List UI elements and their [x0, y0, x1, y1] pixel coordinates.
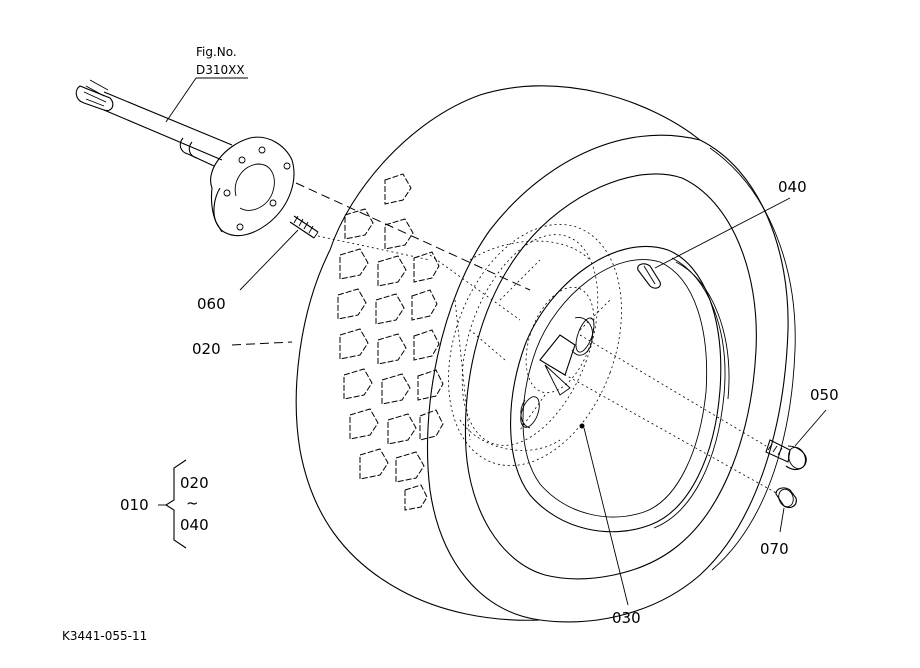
fig-no-code: D310XX — [196, 63, 245, 77]
hidden-hub-details — [429, 223, 622, 467]
nut-centerline — [559, 371, 779, 495]
callout-030: 030 — [612, 609, 641, 627]
callout-060: 060 — [197, 295, 226, 313]
assembly-range-to: 040 — [180, 516, 209, 534]
leader-020 — [231, 341, 293, 346]
leader-050 — [794, 409, 827, 447]
hub-nut — [775, 487, 797, 509]
callout-040: 040 — [778, 178, 807, 196]
fig-no-leader — [165, 77, 197, 123]
drawing-id: K3441-055-11 — [62, 629, 147, 643]
tire — [295, 85, 796, 623]
tread-pattern — [337, 173, 444, 511]
valve-stem — [637, 263, 661, 289]
rim-hub-face — [520, 317, 595, 429]
callout-010: 010 — [120, 496, 149, 514]
axle-centerline — [295, 182, 531, 291]
axle-shaft — [75, 79, 233, 167]
wheel-bolt — [765, 439, 807, 471]
bolt-centerline — [579, 334, 767, 447]
assembly-bracket — [158, 459, 187, 549]
assembly-range-from: 020 — [180, 474, 209, 492]
assembly-range-tilde: ~ — [186, 494, 199, 512]
hub-flange — [210, 136, 295, 237]
stud-bolt — [289, 215, 319, 239]
leader-040 — [654, 197, 791, 269]
leader-070 — [779, 507, 785, 533]
leader-030 — [583, 427, 629, 606]
stud-centerline — [317, 235, 431, 261]
leader-060 — [239, 229, 299, 291]
callout-070: 070 — [760, 540, 789, 558]
fig-no-label: Fig.No. — [196, 45, 237, 59]
callout-020: 020 — [192, 340, 221, 358]
callout-050: 050 — [810, 386, 839, 404]
